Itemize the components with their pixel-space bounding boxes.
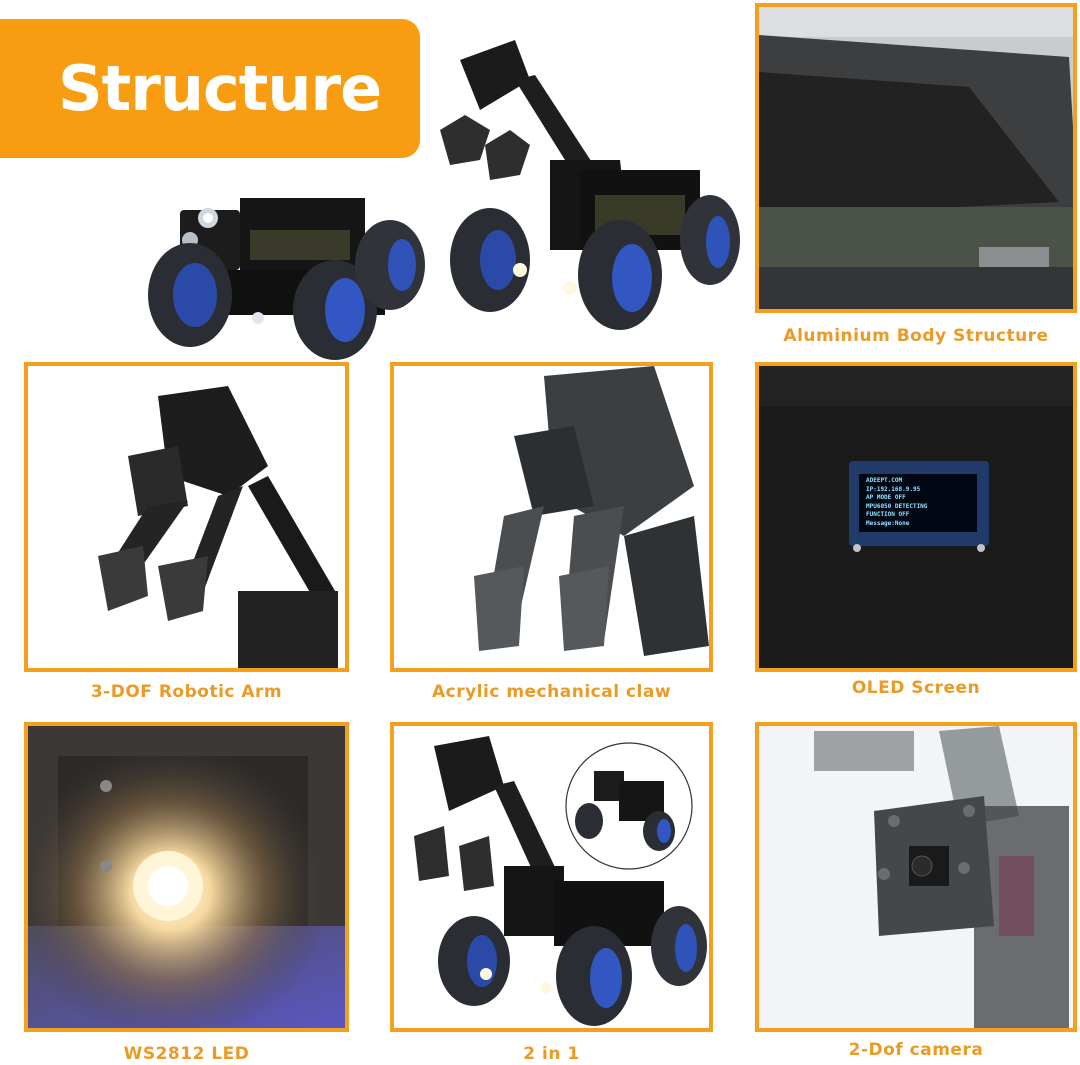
panel-ws2812-led [24, 722, 349, 1032]
hero-image-car-camera [140, 170, 430, 360]
oled-line: IP:192.168.9.95 [866, 485, 921, 493]
oled-display-text: ADEEPT.COM IP:192.168.9.95 AP MODE OFF M… [866, 477, 976, 528]
panel-mechanical-claw [390, 362, 713, 672]
aluminium-body-photo [759, 7, 1073, 309]
panel-two-in-one [390, 722, 713, 1032]
panel-robotic-arm [24, 362, 349, 672]
ws2812-led-photo [28, 726, 345, 1028]
panel-camera [755, 722, 1077, 1032]
oled-screen-photo [759, 366, 1073, 668]
two-in-one-photo [394, 726, 709, 1028]
page-title: Structure [58, 52, 382, 125]
oled-line: ADEEPT.COM [866, 477, 903, 484]
caption-two-in-one: 2 in 1 [523, 1044, 580, 1064]
panel-oled-screen: ADEEPT.COM IP:192.168.9.95 AP MODE OFF M… [755, 362, 1077, 672]
robotic-arm-photo [28, 366, 345, 668]
oled-line: AP MODE OFF [866, 494, 906, 501]
caption-mechanical-claw: Acrylic mechanical claw [431, 682, 672, 702]
oled-line: FUNCTION OFF [866, 511, 910, 518]
oled-line: Message:None [866, 519, 910, 527]
camera-photo [759, 726, 1073, 1028]
title-banner: Structure [0, 19, 420, 158]
caption-oled-screen: OLED Screen [851, 678, 981, 698]
caption-camera: 2-Dof camera [848, 1040, 984, 1060]
caption-ws2812-led: WS2812 LED [123, 1044, 250, 1064]
hero-image-car-arm [420, 20, 740, 330]
caption-robotic-arm: 3-DOF Robotic Arm [90, 682, 283, 702]
panel-aluminium-body [755, 3, 1077, 313]
oled-line: MPU6050 DETECTING [866, 502, 928, 510]
mechanical-claw-photo [394, 366, 709, 668]
caption-aluminium-body: Aluminium Body Structure [783, 326, 1049, 346]
